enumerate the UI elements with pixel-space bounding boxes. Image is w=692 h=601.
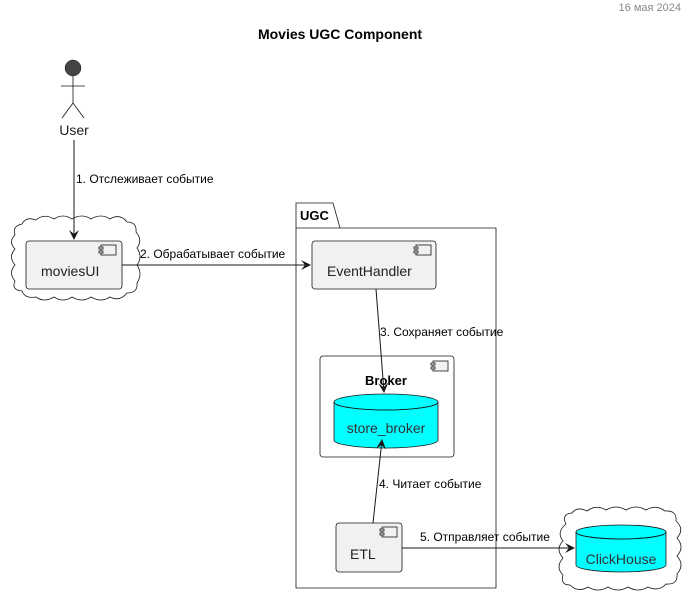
edge-label: 5. Отправляет событие (420, 530, 550, 544)
component-event-handler[interactable]: EventHandler (311, 240, 437, 290)
component-label: moviesUI (41, 263, 99, 279)
broker-label: Broker (365, 373, 407, 388)
component-movies-ui[interactable]: moviesUI (25, 240, 123, 290)
package-label: UGC (300, 208, 330, 223)
database-clickhouse[interactable]: ClickHouse (575, 524, 667, 573)
edge-4: 4. Читает событие (372, 439, 482, 524)
edge-label: 3. Сохраняет событие (380, 325, 504, 339)
actor-label: User (59, 122, 89, 138)
edge-label: 4. Читает событие (379, 477, 482, 491)
edge-3: 3. Сохраняет событие (375, 288, 504, 393)
date-stamp: 16 мая 2024 (619, 2, 681, 14)
database-store-broker[interactable]: store_broker (333, 393, 439, 449)
actor-head-icon (64, 59, 82, 77)
component-icon (430, 360, 449, 372)
edge-1: 1. Отслеживает событие (69, 140, 214, 240)
edge-label: 1. Отслеживает событие (76, 172, 214, 186)
component-label: ETL (350, 546, 376, 562)
edge-label: 2. Обрабатывает событие (140, 247, 286, 261)
database-label: store_broker (347, 420, 426, 436)
edge-2: 2. Обрабатывает событие (122, 247, 311, 270)
actor-user[interactable]: User (59, 59, 89, 138)
component-icon (98, 244, 117, 256)
component-etl[interactable]: ETL (335, 522, 403, 573)
diagram-title: Movies UGC Component (258, 26, 422, 42)
component-label: EventHandler (327, 263, 412, 279)
component-icon (413, 244, 432, 256)
edge-5: 5. Отправляет событие (402, 530, 575, 553)
component-icon (379, 526, 398, 538)
database-label: ClickHouse (586, 551, 657, 567)
